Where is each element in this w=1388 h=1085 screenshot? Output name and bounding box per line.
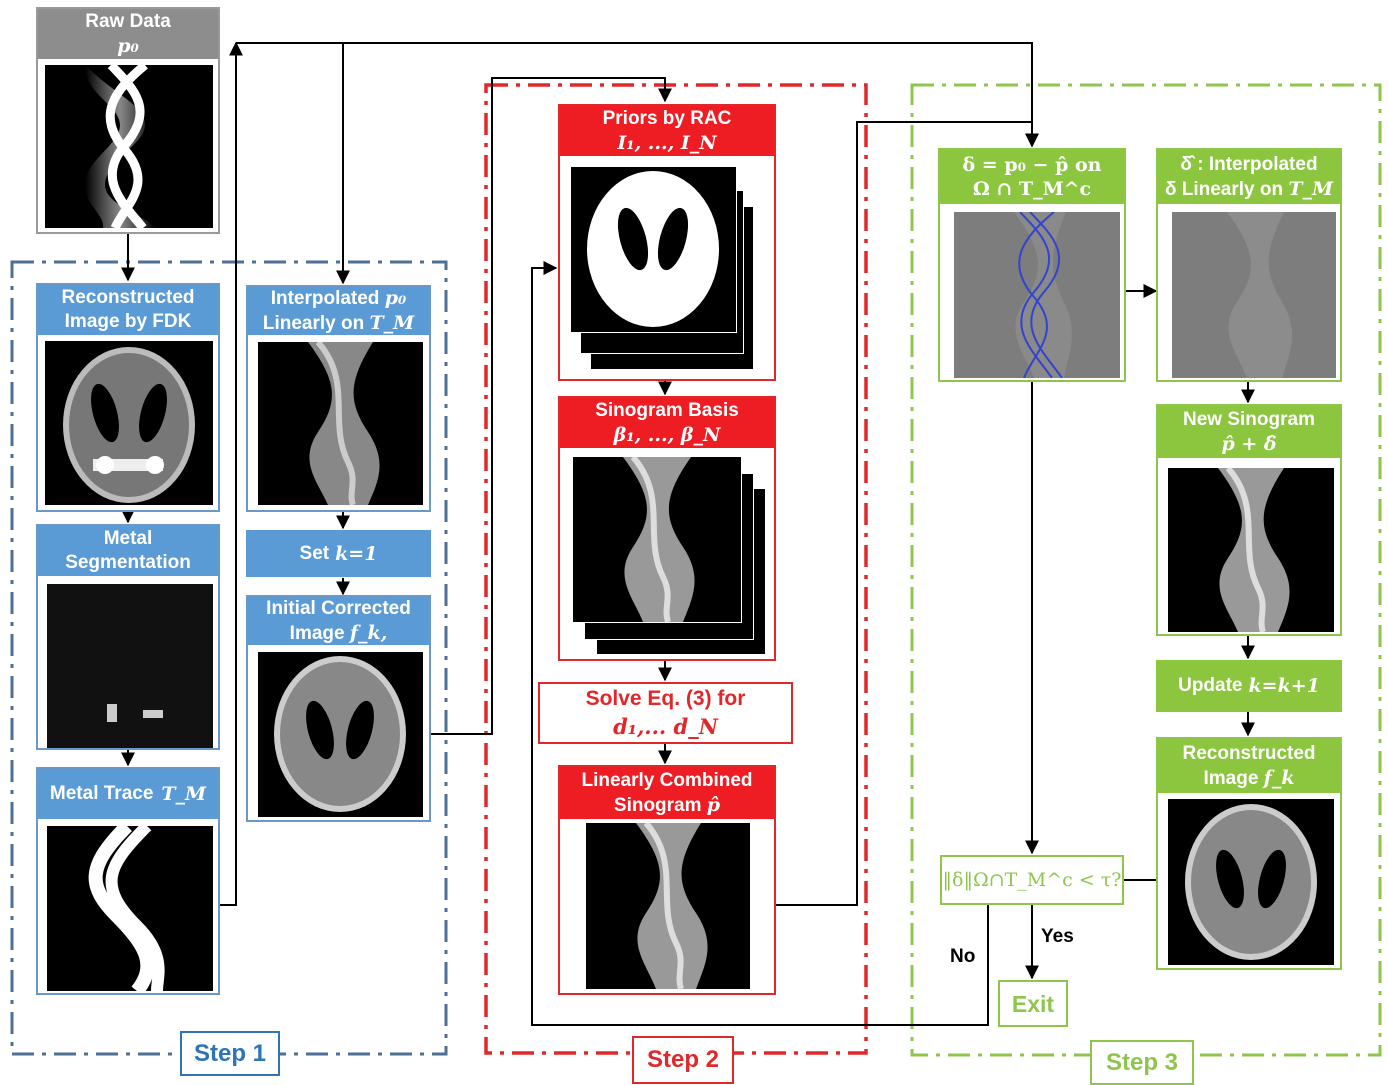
- recon-line1: Reconstructed: [1182, 742, 1315, 766]
- fdk-image: [45, 341, 213, 505]
- raw-data-box: Raw Data p₀: [36, 7, 220, 234]
- set-k-text: Set: [300, 542, 330, 566]
- update-expr: k=k+1: [1249, 674, 1320, 698]
- fdk-line2: Image by FDK: [65, 310, 192, 334]
- metal-piece-left: [107, 704, 117, 722]
- deltahat-line2a: δ Linearly on: [1165, 179, 1283, 200]
- interp-image: [258, 342, 423, 505]
- condition-box: ‖δ‖Ω∩T_M^c < τ?: [940, 855, 1124, 905]
- priors-line1: Priors by RAC: [603, 107, 732, 131]
- interp-box: Interpolated p₀ Linearly on T_M: [246, 285, 431, 512]
- metal-piece-right: [143, 710, 163, 718]
- step1-label: Step 1: [180, 1031, 280, 1076]
- basis-header: Sinogram Basis β₁, ..., β_N: [560, 398, 774, 448]
- raw-data-symbol: p₀: [117, 34, 139, 58]
- combined-line2a: Sinogram: [614, 795, 702, 816]
- segmentation-image: [47, 584, 213, 748]
- set-k-box: Set k=1: [246, 530, 431, 577]
- deltahat-line1: δ̂ : Interpolated: [1180, 153, 1317, 177]
- metal-trace-title: Metal Trace: [50, 782, 154, 806]
- interp-line2a: Linearly on: [263, 313, 364, 334]
- set-k-expr: k=1: [335, 542, 377, 566]
- update-text: Update: [1178, 674, 1242, 698]
- basis-box: Sinogram Basis β₁, ..., β_N: [558, 396, 776, 661]
- step2-label: Step 2: [632, 1036, 734, 1084]
- segmentation-box: Metal Segmentation: [36, 524, 220, 750]
- combined-line1: Linearly Combined: [581, 769, 752, 793]
- fdk-line1: Reconstructed: [61, 286, 194, 310]
- newsino-line2: p̂ + δ̂: [1221, 432, 1276, 456]
- solve-text: Solve Eq. (3) for d₁,... d_N: [540, 684, 791, 742]
- delta-header: δ = p₀ − p̂ on Ω ∩ T_M^c: [940, 150, 1124, 204]
- solve-box: Solve Eq. (3) for d₁,... d_N: [538, 682, 793, 744]
- priors-image: [570, 166, 737, 333]
- interp-line1a: Interpolated: [271, 288, 380, 309]
- deltahat-line2b: T_M: [1288, 178, 1333, 200]
- segmentation-line2: Segmentation: [65, 551, 191, 575]
- newsino-image: [1168, 468, 1334, 632]
- interp-line2b: T_M: [369, 312, 414, 334]
- fdk-box: Reconstructed Image by FDK: [36, 283, 220, 512]
- raw-data-header: Raw Data p₀: [38, 9, 218, 59]
- priors-header: Priors by RAC I₁, ..., I_N: [560, 106, 774, 156]
- raw-sinogram-image: [45, 65, 213, 228]
- recon-image: [1168, 799, 1334, 965]
- basis-line2: β₁, ..., β_N: [614, 423, 721, 447]
- update-box: Update k=k+1: [1156, 660, 1342, 712]
- basis-line1: Sinogram Basis: [595, 399, 739, 423]
- solve-line1: Solve Eq. (3) for: [586, 685, 746, 713]
- condition-text: ‖δ‖Ω∩T_M^c < τ?: [942, 857, 1122, 903]
- deltahat-header: δ̂ : Interpolated δ Linearly on T_M: [1158, 150, 1340, 204]
- step3-label: Step 3: [1090, 1040, 1194, 1085]
- exit-text: Exit: [1000, 982, 1066, 1025]
- initial-header: Initial Corrected Image f_k,: [248, 597, 429, 645]
- initial-line1: Initial Corrected: [266, 597, 411, 621]
- priors-line2: I₁, ..., I_N: [617, 131, 716, 155]
- recon-line2b: f_k: [1264, 767, 1295, 789]
- fdk-header: Reconstructed Image by FDK: [38, 285, 218, 335]
- raw-data-title: Raw Data: [85, 10, 171, 34]
- basis-image: [572, 456, 742, 623]
- recon-line2a: Image: [1203, 768, 1258, 789]
- priors-box: Priors by RAC I₁, ..., I_N: [558, 104, 776, 381]
- combined-image: [586, 823, 750, 989]
- newsino-header: New Sinogram p̂ + δ̂: [1158, 406, 1340, 458]
- deltahat-image: [1172, 212, 1336, 378]
- metal-trace-symbol: T_M: [161, 782, 206, 806]
- delta-image: [954, 212, 1120, 378]
- combined-header: Linearly Combined Sinogram p̂: [560, 767, 774, 819]
- combined-line2b: p̂: [707, 794, 720, 816]
- exit-box: Exit: [998, 980, 1068, 1027]
- yes-label: Yes: [1041, 926, 1074, 948]
- solve-line2: d₁,... d_N: [613, 713, 718, 741]
- initial-line2b: f_k,: [350, 622, 387, 644]
- newsino-box: New Sinogram p̂ + δ̂: [1156, 404, 1342, 636]
- initial-line2a: Image: [290, 623, 345, 644]
- metal-trace-image: [47, 826, 213, 991]
- initial-box: Initial Corrected Image f_k,: [246, 595, 431, 822]
- initial-image: [258, 652, 423, 817]
- metal-trace-box: Metal Trace T_M: [36, 767, 220, 995]
- delta-line2: Ω ∩ T_M^c: [973, 177, 1091, 201]
- deltahat-box: δ̂ : Interpolated δ Linearly on T_M: [1156, 148, 1342, 382]
- delta-box: δ = p₀ − p̂ on Ω ∩ T_M^c: [938, 148, 1126, 382]
- segmentation-header: Metal Segmentation: [38, 526, 218, 576]
- recon-box: Reconstructed Image f_k: [1156, 737, 1342, 970]
- delta-line1: δ = p₀ − p̂ on: [963, 153, 1102, 177]
- newsino-line1: New Sinogram: [1183, 408, 1315, 432]
- no-label: No: [950, 946, 975, 968]
- interp-header: Interpolated p₀ Linearly on T_M: [248, 287, 429, 335]
- combined-box: Linearly Combined Sinogram p̂: [558, 765, 776, 995]
- metal-trace-header: Metal Trace T_M: [38, 769, 218, 819]
- arrow-trace-up: [220, 43, 236, 905]
- segmentation-line1: Metal: [104, 527, 153, 551]
- interp-line1b: p₀: [385, 287, 407, 309]
- recon-header: Reconstructed Image f_k: [1158, 739, 1340, 793]
